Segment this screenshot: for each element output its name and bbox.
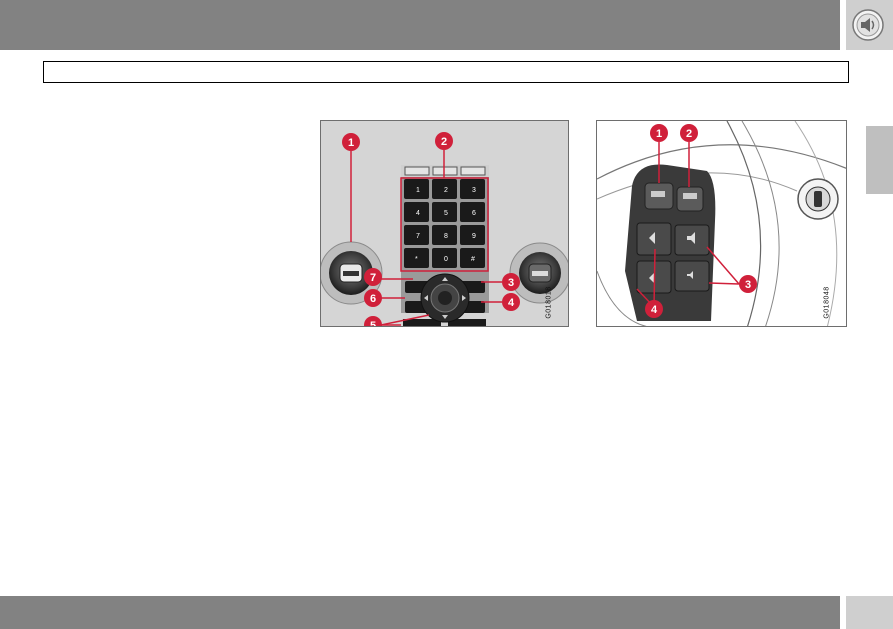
speaker-icon: [852, 9, 884, 41]
navigation-pad: [420, 273, 470, 323]
ignition-lock: [797, 178, 839, 220]
svg-text:#: #: [471, 256, 475, 263]
svg-text:3: 3: [745, 279, 751, 291]
steering-callout-1: 1: [650, 124, 668, 142]
page-number-box: [846, 596, 893, 629]
svg-text:*: *: [415, 256, 418, 263]
console-callout-2: 2: [435, 132, 453, 150]
chapter-tab[interactable]: [866, 126, 893, 194]
console-callout-4: 4: [502, 293, 520, 311]
svg-text:1: 1: [656, 128, 662, 140]
console-callout-5: 5: [364, 316, 382, 327]
svg-text:2: 2: [441, 136, 447, 148]
console-keypad-figure: 1 2 3 4 5 6 7 8 9 * 0 #: [320, 120, 569, 327]
svg-text:6: 6: [370, 293, 376, 305]
steering-buttons: [636, 182, 710, 294]
header-bar: [0, 0, 840, 50]
console-callout-7: 7: [364, 268, 382, 286]
steering-callout-3: 3: [739, 275, 757, 293]
svg-text:4: 4: [651, 304, 658, 316]
steering-controls-illustration: 1 2 3 4: [597, 121, 846, 326]
svg-text:3: 3: [508, 277, 514, 289]
svg-text:1: 1: [348, 137, 354, 149]
keypad-keys: 1 2 3 4 5 6 7 8 9 * 0 #: [404, 179, 485, 268]
svg-text:4: 4: [508, 297, 515, 309]
right-knob: [509, 242, 568, 304]
svg-text:9: 9: [472, 233, 476, 240]
console-callout-6: 6: [364, 289, 382, 307]
steering-callout-4: 4: [645, 300, 663, 318]
console-figure-code: G018018: [545, 286, 553, 319]
svg-text:2: 2: [444, 187, 448, 194]
steering-controls-figure: 1 2 3 4 G018048: [596, 120, 847, 327]
svg-text:2: 2: [686, 128, 692, 140]
console-callout-3: 3: [502, 273, 520, 291]
svg-text:7: 7: [370, 272, 376, 284]
svg-text:4: 4: [416, 210, 420, 217]
section-title-box: [43, 61, 849, 83]
footer-bar: [0, 596, 840, 629]
svg-text:1: 1: [416, 187, 420, 194]
svg-text:6: 6: [472, 210, 476, 217]
svg-text:0: 0: [444, 256, 448, 263]
console-callout-1: 1: [342, 133, 360, 151]
svg-text:5: 5: [444, 210, 448, 217]
svg-text:3: 3: [472, 187, 476, 194]
steering-figure-code: G018048: [823, 286, 831, 319]
svg-text:8: 8: [444, 233, 448, 240]
svg-text:7: 7: [416, 233, 420, 240]
svg-text:5: 5: [370, 320, 376, 327]
steering-callout-2: 2: [680, 124, 698, 142]
console-keypad-illustration: 1 2 3 4 5 6 7 8 9 * 0 #: [321, 132, 568, 327]
